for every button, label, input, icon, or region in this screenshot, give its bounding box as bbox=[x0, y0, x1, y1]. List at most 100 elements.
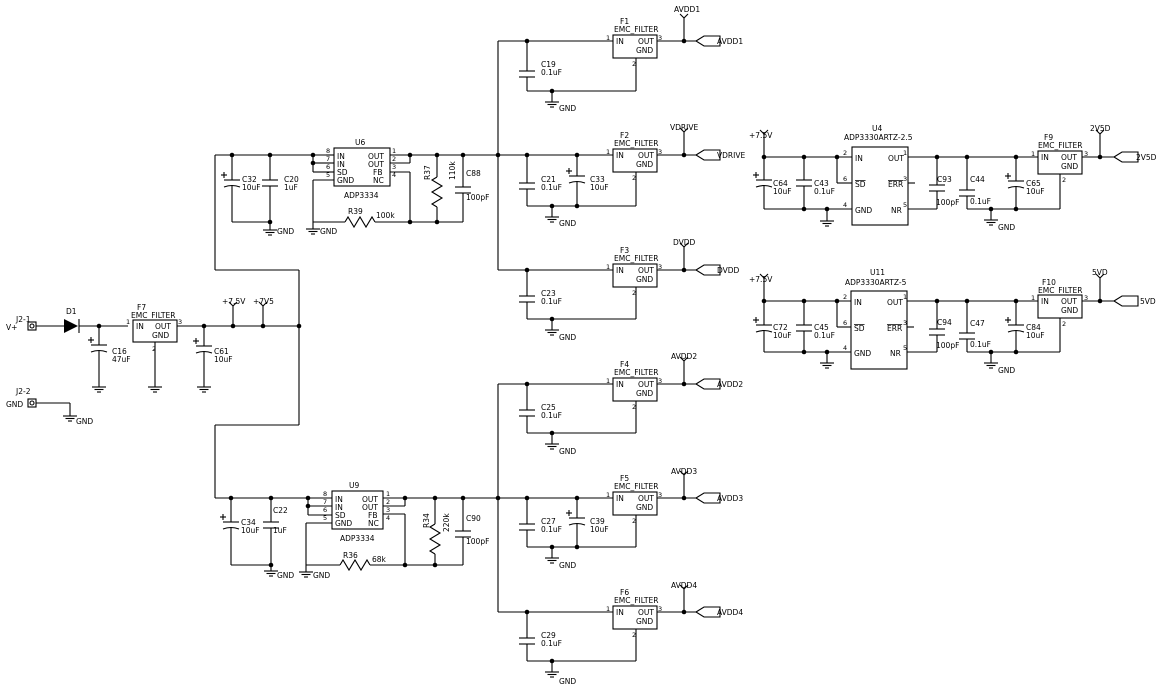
schematic-label: 1 bbox=[392, 147, 396, 155]
schematic-label: 1 bbox=[903, 149, 907, 157]
schematic-label: OUT bbox=[638, 608, 654, 617]
schematic-label: OUT bbox=[155, 322, 171, 331]
schematic-label: 3 bbox=[658, 605, 662, 613]
r34-value: 220k bbox=[442, 513, 451, 532]
c43-ref: C43 bbox=[814, 179, 829, 188]
c47-value: 0.1uF bbox=[970, 340, 991, 349]
c44-value: 0.1uF bbox=[970, 197, 991, 206]
schematic-label: IN bbox=[616, 608, 624, 617]
c93-value: 100pF bbox=[936, 198, 959, 207]
schematic-label: EMC_FILTER bbox=[614, 139, 658, 148]
port-avdd2: AVDD2 bbox=[717, 380, 743, 389]
schematic-label: 2 bbox=[1062, 320, 1066, 328]
port-avdd3: AVDD3 bbox=[717, 494, 743, 503]
schematic-label: ADP3330ARTZ-2.5 bbox=[844, 133, 913, 142]
schematic-label: 2 bbox=[632, 174, 636, 182]
port-vdrive: VDRIVE bbox=[717, 151, 745, 160]
schematic-label: SD bbox=[854, 324, 865, 333]
flag-avdd3: AVDD3 bbox=[671, 467, 697, 476]
c45-value: 0.1uF bbox=[814, 331, 835, 340]
schematic-label: U11 bbox=[870, 268, 885, 277]
schematic-label: IN bbox=[1041, 297, 1049, 306]
r34-ref: R34 bbox=[422, 513, 431, 528]
schematic-label: 3 bbox=[903, 319, 907, 327]
schematic-label: 8 bbox=[323, 490, 327, 498]
schematic-label: NR bbox=[890, 349, 901, 358]
schematic-label: OUT bbox=[1061, 297, 1077, 306]
schematic-label: ADP3334 bbox=[344, 191, 379, 200]
schematic-label: 4 bbox=[843, 201, 847, 209]
schematic-label: 3 bbox=[658, 34, 662, 42]
schematic-label: EMC_FILTER bbox=[614, 368, 658, 377]
schematic-label: 2 bbox=[392, 155, 396, 163]
schematic-label: FB bbox=[373, 168, 382, 177]
schematic-label: 1 bbox=[1031, 150, 1035, 158]
port-avdd1: AVDD1 bbox=[717, 37, 743, 46]
schematic-label: SD bbox=[335, 511, 346, 520]
schematic-label: EMC_FILTER bbox=[614, 254, 658, 263]
schematic-label: GND bbox=[277, 227, 294, 236]
schematic-label: 6 bbox=[326, 163, 330, 171]
schematic-label: 1 bbox=[1031, 294, 1035, 302]
r36-value: 68k bbox=[372, 555, 387, 564]
schematic-label: 2 bbox=[843, 149, 847, 157]
c29-value: 0.1uF bbox=[541, 639, 562, 648]
c16-ref: C16 bbox=[112, 347, 127, 356]
flag-vdrive: VDRIVE bbox=[670, 123, 698, 132]
schematic-label: OUT bbox=[888, 154, 904, 163]
c27-ref: C27 bbox=[541, 517, 556, 526]
d1-label: D1 bbox=[66, 307, 77, 316]
schematic-label: F6 bbox=[620, 588, 629, 597]
schematic-label: 1 bbox=[606, 34, 610, 42]
c34-value: 10uF bbox=[241, 526, 260, 535]
schematic-label: 2 bbox=[632, 289, 636, 297]
c33-value: 10uF bbox=[590, 183, 609, 192]
schematic-label: U6 bbox=[355, 138, 365, 147]
schematic-label: 4 bbox=[843, 344, 847, 352]
schematic-label: GND bbox=[559, 677, 576, 686]
schematic-label: EMC_FILTER bbox=[1038, 286, 1082, 295]
schematic-label: NC bbox=[373, 176, 384, 185]
schematic-label: U9 bbox=[349, 481, 359, 490]
c21-value: 0.1uF bbox=[541, 183, 562, 192]
schematic-label: GND bbox=[636, 160, 653, 169]
c32-value: 10uF bbox=[242, 183, 261, 192]
connector-j2-1: J2-1 V+ bbox=[6, 315, 37, 332]
j2-1-net-label: V+ bbox=[6, 323, 17, 332]
r39-value: 100k bbox=[376, 211, 395, 220]
c93-ref: C93 bbox=[937, 175, 952, 184]
port-5vd: 5VD bbox=[1140, 297, 1156, 306]
schematic-label: GND bbox=[636, 46, 653, 55]
schematic-label: GND bbox=[152, 331, 169, 340]
schematic-label: 1 bbox=[126, 318, 130, 326]
c25-ref: C25 bbox=[541, 403, 556, 412]
schematic-label: 1 bbox=[386, 490, 390, 498]
port-dvdd: DVDD bbox=[717, 266, 740, 275]
schematic-label: GND bbox=[998, 366, 1015, 375]
schematic-label: F4 bbox=[620, 360, 629, 369]
r37-ref: R37 bbox=[423, 165, 432, 180]
c23-ref: C23 bbox=[541, 289, 556, 298]
c23-value: 0.1uF bbox=[541, 297, 562, 306]
c21-ref: C21 bbox=[541, 175, 556, 184]
schematic-label: 3 bbox=[658, 377, 662, 385]
schematic-label: OUT bbox=[368, 152, 384, 161]
schematic-label: 5 bbox=[903, 201, 907, 209]
schematic-label: F10 bbox=[1042, 278, 1056, 287]
schematic-label: GND bbox=[559, 219, 576, 228]
schematic-label: U4 bbox=[872, 124, 882, 133]
schematic-label: IN bbox=[337, 160, 345, 169]
c19-value: 0.1uF bbox=[541, 68, 562, 77]
schematic-label: GND bbox=[636, 617, 653, 626]
schematic-label: F2 bbox=[620, 131, 629, 140]
schematic-label: 3 bbox=[658, 148, 662, 156]
c29-ref: C29 bbox=[541, 631, 556, 640]
c72-value: 10uF bbox=[773, 331, 792, 340]
schematic-label: GND bbox=[636, 275, 653, 284]
